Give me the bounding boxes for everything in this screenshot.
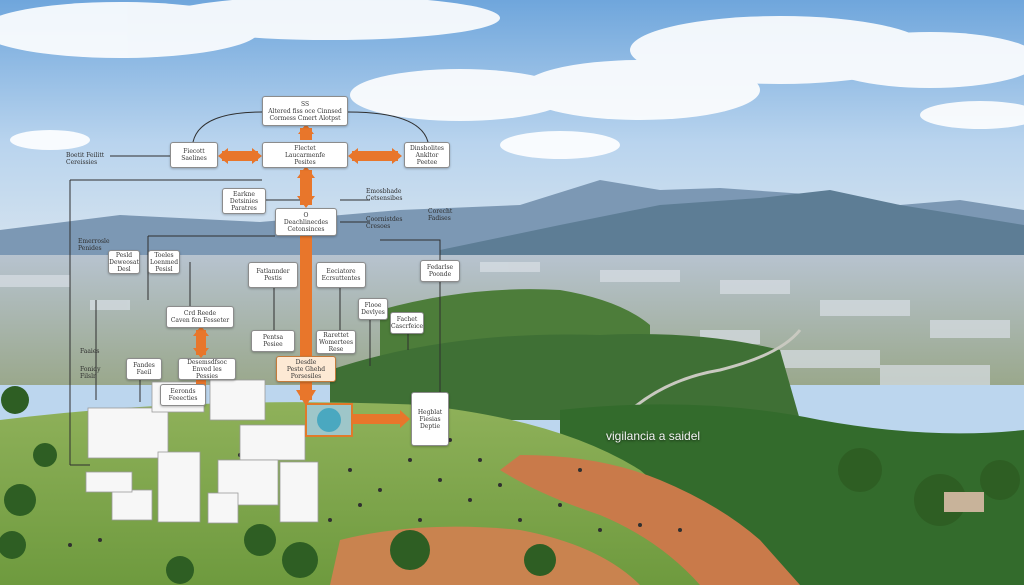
node-mid-left: Earkne Detsinies Paratres bbox=[222, 188, 266, 214]
scene-caption: vigilancia a saidel bbox=[606, 429, 701, 443]
node-b2: Desemsdfsoc Enved les Pessies bbox=[178, 358, 236, 380]
dirt-path bbox=[500, 455, 800, 585]
trees bbox=[0, 386, 1020, 584]
clouds bbox=[0, 0, 1024, 159]
node-small-b: Toeles Loenmed Pesisl bbox=[148, 250, 180, 274]
label-ema: Emosbhade Cetsensibes bbox=[366, 188, 403, 202]
node-fat-a: Fatlannder Pestis bbox=[248, 262, 298, 288]
node-right-upper: Dinsholites Ankltor Peetee bbox=[404, 142, 450, 168]
label-bot: Boetit Feilitt Cereissies bbox=[66, 152, 105, 166]
node-small-d: Fachet Cascrfeice bbox=[390, 312, 424, 334]
node-center: Flectet Laucarmenfe Pesites bbox=[262, 142, 348, 168]
node-small-c: Flooe Devlyes bbox=[358, 298, 388, 320]
node-top: SS Altered fiss oce Cinnsed Cormess Cmer… bbox=[262, 96, 348, 126]
globe bbox=[317, 408, 341, 432]
label-emr: Emerrosle Penides bbox=[78, 238, 110, 252]
node-center-low: Desdle Peste Ghehd Porsesiles bbox=[276, 356, 336, 382]
city-blocks bbox=[0, 262, 1010, 385]
distant-building bbox=[944, 492, 984, 512]
node-small-a: Pesld Deweosat Desl bbox=[108, 250, 140, 274]
label-cmn: Coornistdes Cresoes bbox=[366, 216, 403, 230]
node-left-upper: Fiecott Saelines bbox=[170, 142, 218, 168]
label-cep: Corecht Fadises bbox=[428, 208, 453, 222]
connector-lines bbox=[69, 111, 441, 466]
node-pesh: Pentsa Pesiee bbox=[251, 330, 295, 352]
node-crd: Crd Reede Caven fen Fesseter bbox=[166, 306, 234, 328]
node-b3: Eeronds Feeecties bbox=[160, 384, 206, 406]
node-b1: Fandes Faeil bbox=[126, 358, 162, 380]
label-fnd: Fonidy Filslr bbox=[80, 366, 101, 380]
node-mid-center: O Deachlinecdes Cetonsinces bbox=[275, 208, 337, 236]
white-buildings bbox=[85, 379, 319, 524]
foreground-hill bbox=[0, 402, 760, 585]
crowd bbox=[68, 438, 682, 547]
road bbox=[618, 329, 802, 422]
node-house: Hegblat Fiesias Deptie bbox=[411, 392, 449, 446]
node-right-mid: Fedarlse Poonde bbox=[420, 260, 460, 282]
node-rarend: Rarettet Womertees Rese bbox=[316, 330, 356, 354]
label-fao: Faaies bbox=[80, 348, 100, 355]
node-fat-b: Eeciatore Ecrsuttentes bbox=[316, 262, 366, 288]
